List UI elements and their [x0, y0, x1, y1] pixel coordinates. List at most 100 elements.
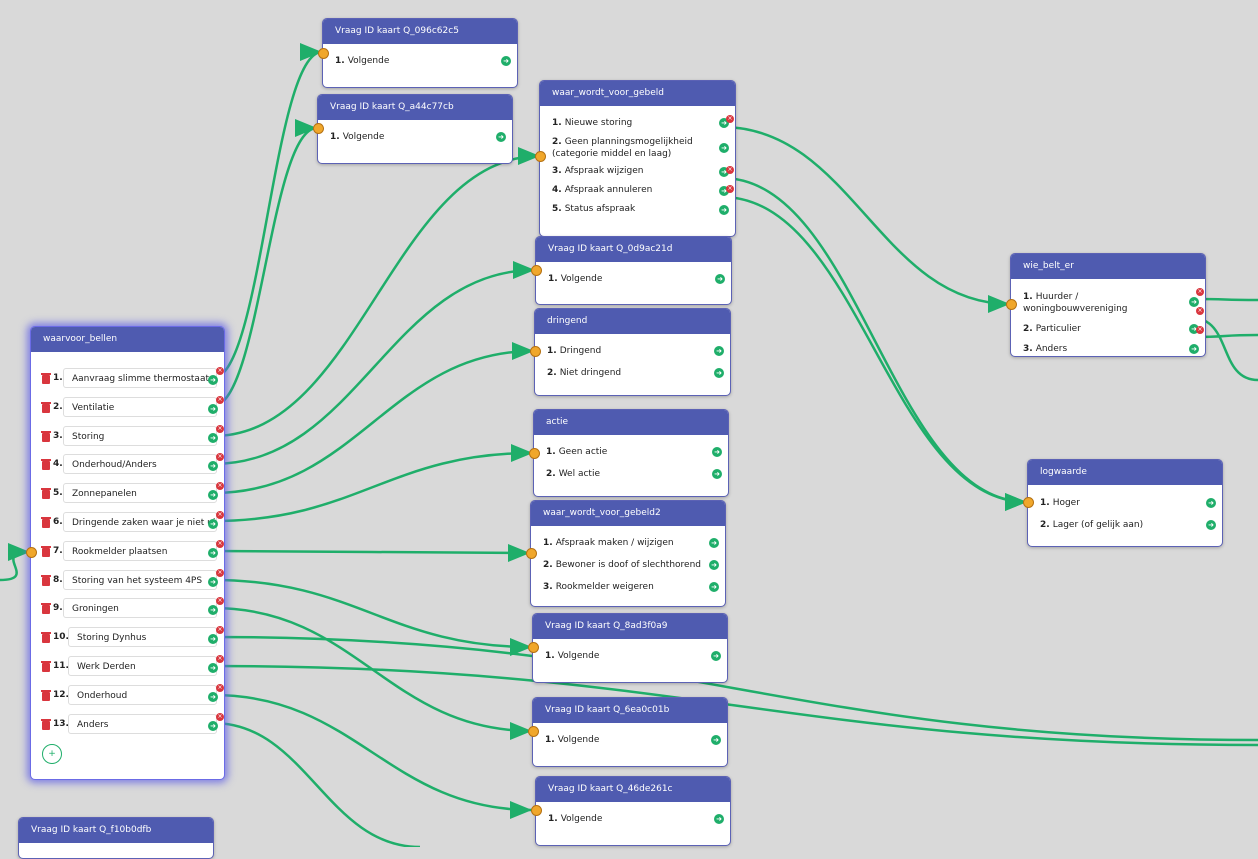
- remove-connection-icon[interactable]: ×: [216, 569, 224, 577]
- node-card[interactable]: Vraag ID kaart Q_f10b0dfb: [18, 817, 214, 859]
- output-arrow-icon[interactable]: ➜: [496, 132, 506, 142]
- node-title[interactable]: waarvoor_bellen: [31, 327, 224, 352]
- node-card[interactable]: Vraag ID kaart Q_096c62c5 1.Volgende➜: [322, 18, 518, 88]
- remove-connection-icon[interactable]: ×: [216, 482, 224, 490]
- remove-connection-icon[interactable]: ×: [216, 540, 224, 548]
- input-port-icon[interactable]: [526, 548, 537, 559]
- remove-connection-icon[interactable]: ×: [216, 367, 224, 375]
- remove-connection-icon[interactable]: ×: [1196, 288, 1204, 296]
- output-arrow-icon[interactable]: ➜: [709, 560, 719, 570]
- trash-icon[interactable]: [41, 517, 51, 528]
- node-title[interactable]: dringend: [535, 309, 730, 334]
- input-port-icon[interactable]: [531, 265, 542, 276]
- trash-icon[interactable]: [41, 373, 51, 384]
- option-label-input[interactable]: Storing van het systeem 4PS: [63, 570, 217, 590]
- trash-icon[interactable]: [41, 546, 51, 557]
- input-port-icon[interactable]: [529, 448, 540, 459]
- output-arrow-icon[interactable]: ➜: [208, 663, 218, 673]
- output-arrow-icon[interactable]: ➜: [719, 143, 729, 153]
- output-arrow-icon[interactable]: ➜: [719, 118, 729, 128]
- output-arrow-icon[interactable]: ➜: [1189, 344, 1199, 354]
- node-card[interactable]: Vraag ID kaart Q_a44c77cb 1.Volgende➜: [317, 94, 513, 164]
- output-arrow-icon[interactable]: ➜: [709, 538, 719, 548]
- output-arrow-icon[interactable]: ➜: [208, 605, 218, 615]
- option-label-input[interactable]: Onderhoud: [68, 685, 217, 705]
- remove-connection-icon[interactable]: ×: [216, 396, 224, 404]
- input-port-icon[interactable]: [530, 346, 541, 357]
- node-card[interactable]: actie 1.Geen actie➜ 2.Wel actie➜: [533, 409, 729, 497]
- input-port-icon[interactable]: [528, 726, 539, 737]
- node-title[interactable]: Vraag ID kaart Q_096c62c5: [323, 19, 517, 44]
- trash-icon[interactable]: [41, 661, 51, 672]
- remove-connection-icon[interactable]: ×: [1196, 326, 1204, 334]
- remove-connection-icon[interactable]: ×: [1196, 307, 1204, 315]
- option-label-input[interactable]: Groningen: [63, 598, 217, 618]
- output-arrow-icon[interactable]: ➜: [719, 204, 729, 215]
- input-port-icon[interactable]: [535, 151, 546, 162]
- output-arrow-icon[interactable]: ➜: [208, 375, 218, 385]
- remove-connection-icon[interactable]: ×: [216, 425, 224, 433]
- output-arrow-icon[interactable]: ➜: [711, 735, 721, 745]
- node-title[interactable]: Vraag ID kaart Q_8ad3f0a9: [533, 614, 727, 639]
- output-arrow-icon[interactable]: ➜: [501, 56, 511, 66]
- option-label-input[interactable]: Aanvraag slimme thermostaat: [63, 368, 217, 388]
- output-arrow-icon[interactable]: ➜: [715, 274, 725, 284]
- output-arrow-icon[interactable]: ➜: [1206, 497, 1216, 508]
- node-card[interactable]: wie_belt_er 1.Huurder / woningbouwvereni…: [1010, 253, 1206, 357]
- output-arrow-icon[interactable]: ➜: [208, 577, 218, 587]
- node-card[interactable]: Vraag ID kaart Q_0d9ac21d 1.Volgende➜: [535, 236, 732, 305]
- selected-node-editor[interactable]: waarvoor_bellen 1.Aanvraag slimme thermo…: [30, 326, 225, 780]
- add-option-button[interactable]: +: [42, 744, 62, 764]
- output-arrow-icon[interactable]: ➜: [709, 582, 719, 592]
- output-arrow-icon[interactable]: ➜: [208, 519, 218, 529]
- node-card[interactable]: logwaarde 1.Hoger➜ 2.Lager (of gelijk aa…: [1027, 459, 1223, 547]
- node-card[interactable]: Vraag ID kaart Q_8ad3f0a9 1.Volgende➜: [532, 613, 728, 683]
- output-arrow-icon[interactable]: ➜: [208, 490, 218, 500]
- input-port-icon[interactable]: [531, 805, 542, 816]
- trash-icon[interactable]: [41, 402, 51, 413]
- trash-icon[interactable]: [41, 719, 51, 730]
- node-card[interactable]: waar_wordt_voor_gebeld 1.Nieuwe storing➜…: [539, 80, 736, 237]
- output-arrow-icon[interactable]: ➜: [208, 404, 218, 414]
- remove-connection-icon[interactable]: ×: [216, 684, 224, 692]
- option-label-input[interactable]: Rookmelder plaatsen: [63, 541, 217, 561]
- output-arrow-icon[interactable]: ➜: [712, 469, 722, 479]
- output-arrow-icon[interactable]: ➜: [208, 461, 218, 471]
- trash-icon[interactable]: [41, 632, 51, 643]
- option-label-input[interactable]: Onderhoud/Anders: [63, 454, 217, 474]
- output-arrow-icon[interactable]: ➜: [714, 368, 724, 378]
- option-label-input[interactable]: Ventilatie: [63, 397, 217, 417]
- node-card[interactable]: Vraag ID kaart Q_46de261c 1.Volgende➜: [535, 776, 731, 846]
- node-title[interactable]: Vraag ID kaart Q_46de261c: [536, 777, 730, 802]
- output-arrow-icon[interactable]: ➜: [714, 346, 724, 356]
- trash-icon[interactable]: [41, 431, 51, 442]
- input-port-icon[interactable]: [313, 123, 324, 134]
- remove-connection-icon[interactable]: ×: [726, 185, 734, 193]
- output-arrow-icon[interactable]: ➜: [1189, 297, 1199, 307]
- node-title[interactable]: Vraag ID kaart Q_a44c77cb: [318, 95, 512, 120]
- output-arrow-icon[interactable]: ➜: [208, 433, 218, 443]
- node-title[interactable]: waar_wordt_voor_gebeld: [540, 81, 735, 106]
- node-title[interactable]: wie_belt_er: [1011, 254, 1205, 279]
- remove-connection-icon[interactable]: ×: [216, 655, 224, 663]
- output-arrow-icon[interactable]: ➜: [208, 548, 218, 558]
- trash-icon[interactable]: [41, 488, 51, 499]
- remove-connection-icon[interactable]: ×: [726, 166, 734, 174]
- input-port-icon[interactable]: [1023, 497, 1034, 508]
- input-port-icon[interactable]: [528, 642, 539, 653]
- output-arrow-icon[interactable]: ➜: [711, 651, 721, 661]
- node-card[interactable]: dringend 1.Dringend➜ 2.Niet dringend➜: [534, 308, 731, 396]
- remove-connection-icon[interactable]: ×: [726, 115, 734, 123]
- output-arrow-icon[interactable]: ➜: [208, 721, 218, 731]
- output-arrow-icon[interactable]: ➜: [1206, 520, 1216, 530]
- remove-connection-icon[interactable]: ×: [216, 713, 224, 721]
- option-label-input[interactable]: Anders: [68, 714, 217, 734]
- option-label-input[interactable]: Werk Derden: [68, 656, 217, 676]
- option-label-input[interactable]: Zonnepanelen: [63, 483, 217, 503]
- node-card[interactable]: waar_wordt_voor_gebeld2 1.Afspraak maken…: [530, 500, 726, 607]
- trash-icon[interactable]: [41, 459, 51, 470]
- output-arrow-icon[interactable]: ➜: [712, 447, 722, 457]
- remove-connection-icon[interactable]: ×: [216, 626, 224, 634]
- option-label-input[interactable]: Dringende zaken waar je niet uitkomt: [63, 512, 217, 532]
